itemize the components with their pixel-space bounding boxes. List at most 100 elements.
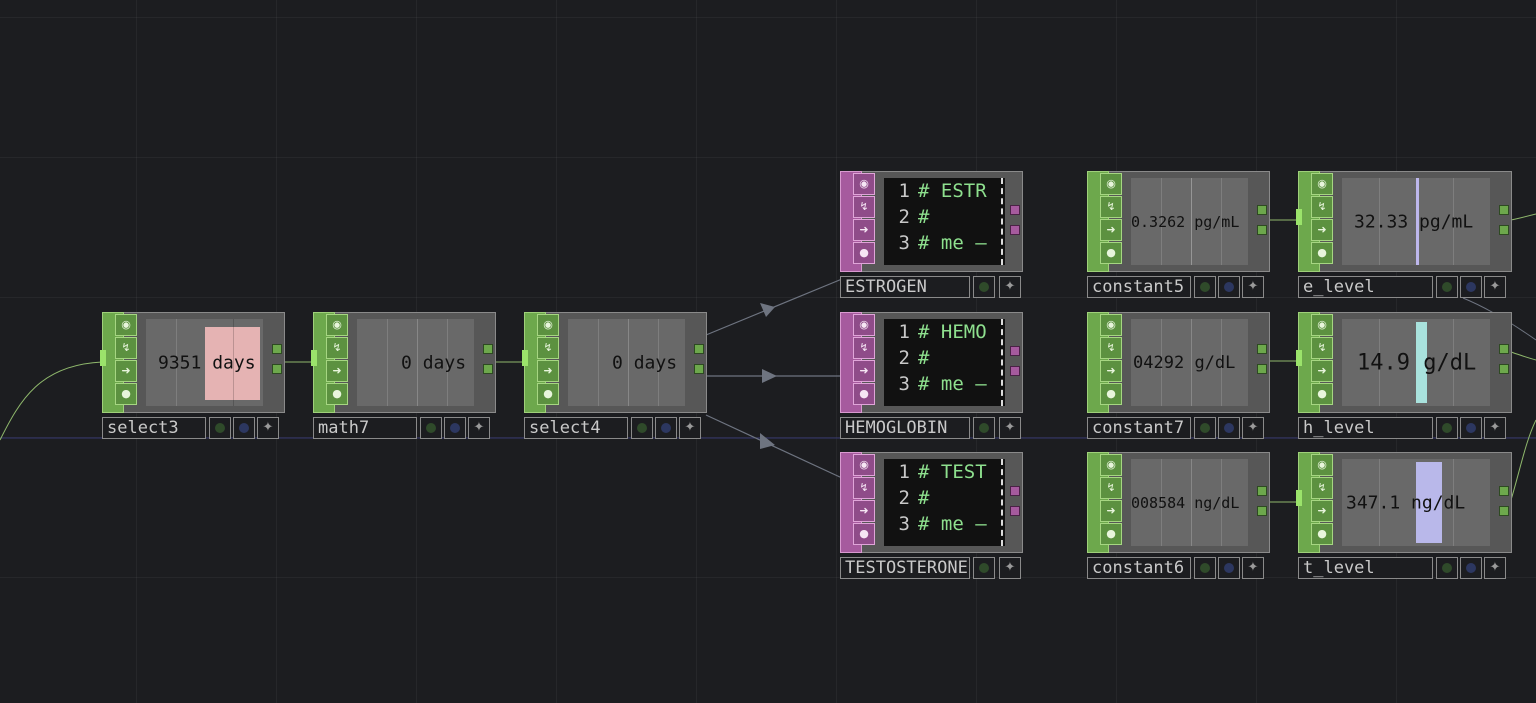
input-connector[interactable] [1296,209,1302,225]
node-name[interactable]: constant7 [1087,417,1191,439]
display-dot-icon[interactable] [631,417,653,439]
hemoglobin-dat-node[interactable]: ◉ ↯ ➜ ● 1# HEMO 2# 3# me — HEMOGLOBIN ✦ [840,312,1023,439]
render-dot-icon[interactable] [1218,557,1240,579]
lock-icon[interactable]: ● [1311,383,1333,405]
export-icon[interactable]: ➜ [1100,360,1122,382]
render-dot-icon[interactable] [1218,276,1240,298]
lock-icon[interactable]: ● [1311,242,1333,264]
export-icon[interactable]: ➜ [853,500,875,522]
render-dot-icon[interactable] [1218,417,1240,439]
viewer-icon[interactable]: ◉ [853,314,875,336]
bypass-icon[interactable]: ↯ [853,477,875,499]
node-name[interactable]: e_level [1298,276,1433,298]
lock-icon[interactable]: ● [853,242,875,264]
e-level-node[interactable]: ◉ ↯ ➜ ● 32.33 pg/mL e_level ✦ [1296,171,1512,298]
viewer-icon[interactable]: ◉ [1100,454,1122,476]
output-connector[interactable] [1257,344,1267,354]
lock-icon[interactable]: ● [326,383,348,405]
bypass-icon[interactable]: ↯ [115,337,137,359]
lock-icon[interactable]: ● [537,383,559,405]
constant5-node[interactable]: ◉ ↯ ➜ ● 0.3262 pg/mL constant5 ✦ [1087,171,1270,298]
render-dot-icon[interactable] [655,417,677,439]
output-connector[interactable] [1257,364,1267,374]
star-icon[interactable]: ✦ [1484,276,1506,298]
display-dot-icon[interactable] [973,557,995,579]
render-dot-icon[interactable] [233,417,255,439]
viewer-icon[interactable]: ◉ [537,314,559,336]
lock-icon[interactable]: ● [1311,523,1333,545]
output-connector[interactable] [272,364,282,374]
output-connector[interactable] [694,344,704,354]
display-dot-icon[interactable] [1194,417,1216,439]
input-connector[interactable] [1296,350,1302,366]
output-connector[interactable] [1499,506,1509,516]
render-dot-icon[interactable] [1460,557,1482,579]
t-level-node[interactable]: ◉ ↯ ➜ ● 347.1 ng/dL t_level ✦ [1296,452,1512,579]
output-connector[interactable] [483,364,493,374]
testosterone-dat-node[interactable]: ◉ ↯ ➜ ● 1# TEST 2# 3# me — TESTOSTERONE … [840,452,1023,579]
render-dot-icon[interactable] [1460,417,1482,439]
node-name[interactable]: constant5 [1087,276,1191,298]
display-dot-icon[interactable] [420,417,442,439]
viewer-icon[interactable]: ◉ [1311,314,1333,336]
node-name[interactable]: constant6 [1087,557,1191,579]
output-connector[interactable] [272,344,282,354]
display-dot-icon[interactable] [1194,557,1216,579]
viewer-icon[interactable]: ◉ [853,454,875,476]
node-name[interactable]: select3 [102,417,206,439]
viewer-icon[interactable]: ◉ [853,173,875,195]
output-connector[interactable] [1499,344,1509,354]
input-connector[interactable] [1296,490,1302,506]
output-connector[interactable] [483,344,493,354]
display-dot-icon[interactable] [973,276,995,298]
output-connector[interactable] [1257,486,1267,496]
star-icon[interactable]: ✦ [1242,417,1264,439]
output-connector[interactable] [1499,486,1509,496]
node-name[interactable]: ESTROGEN [840,276,970,298]
export-icon[interactable]: ➜ [115,360,137,382]
lock-icon[interactable]: ● [853,523,875,545]
render-dot-icon[interactable] [1460,276,1482,298]
star-icon[interactable]: ✦ [679,417,701,439]
lock-icon[interactable]: ● [1100,242,1122,264]
bypass-icon[interactable]: ↯ [853,337,875,359]
output-connector[interactable] [1257,205,1267,215]
export-icon[interactable]: ➜ [1311,219,1333,241]
math7-node[interactable]: ◉ ↯ ➜ ● 0 days math7 ✦ [311,312,496,439]
display-dot-icon[interactable] [1436,417,1458,439]
output-connector[interactable] [1010,366,1020,376]
lock-icon[interactable]: ● [853,383,875,405]
star-icon[interactable]: ✦ [999,557,1021,579]
select3-node[interactable]: ◉ ↯ ➜ ● 9351 days select3 ✦ [100,312,285,439]
bypass-icon[interactable]: ↯ [1100,477,1122,499]
bypass-icon[interactable]: ↯ [1100,196,1122,218]
lock-icon[interactable]: ● [1100,523,1122,545]
node-name[interactable]: HEMOGLOBIN [840,417,970,439]
lock-icon[interactable]: ● [115,383,137,405]
star-icon[interactable]: ✦ [1242,557,1264,579]
export-icon[interactable]: ➜ [1311,360,1333,382]
constant6-node[interactable]: ◉ ↯ ➜ ● 008584 ng/dL constant6 ✦ [1087,452,1270,579]
select4-node[interactable]: ◉ ↯ ➜ ● 0 days select4 ✦ [522,312,707,439]
output-connector[interactable] [1010,346,1020,356]
export-icon[interactable]: ➜ [853,219,875,241]
export-icon[interactable]: ➜ [1311,500,1333,522]
output-connector[interactable] [1257,506,1267,516]
display-dot-icon[interactable] [1436,557,1458,579]
display-dot-icon[interactable] [1194,276,1216,298]
h-level-node[interactable]: ◉ ↯ ➜ ● 14.9 g/dL h_level ✦ [1296,312,1512,439]
star-icon[interactable]: ✦ [1484,557,1506,579]
output-connector[interactable] [1499,364,1509,374]
output-connector[interactable] [1499,205,1509,215]
output-connector[interactable] [1010,506,1020,516]
estrogen-dat-node[interactable]: ◉ ↯ ➜ ● 1# ESTR 2# 3# me — ESTROGEN ✦ [840,171,1023,298]
bypass-icon[interactable]: ↯ [1100,337,1122,359]
render-dot-icon[interactable] [444,417,466,439]
export-icon[interactable]: ➜ [537,360,559,382]
export-icon[interactable]: ➜ [326,360,348,382]
bypass-icon[interactable]: ↯ [1311,196,1333,218]
bypass-icon[interactable]: ↯ [326,337,348,359]
display-dot-icon[interactable] [973,417,995,439]
bypass-icon[interactable]: ↯ [537,337,559,359]
output-connector[interactable] [1010,486,1020,496]
